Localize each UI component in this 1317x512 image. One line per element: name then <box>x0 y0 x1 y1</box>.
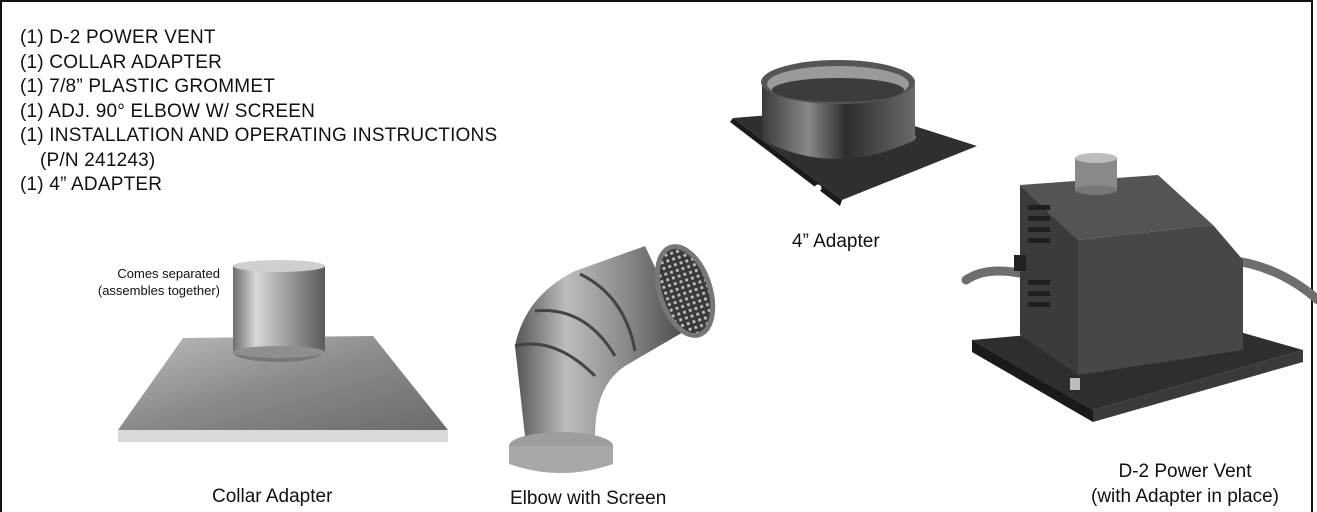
power-vent-caption-line1: D-2 Power Vent <box>1118 461 1252 482</box>
collar-adapter-caption: Collar Adapter <box>212 486 333 507</box>
power-vent-caption-line2: (with Adapter in place) <box>1091 486 1279 507</box>
parts-list-item-continuation: (P/N 241243) <box>40 149 156 171</box>
elbow-image <box>509 244 716 473</box>
parts-list-item: (1) ADJ. 90° ELBOW W/ SCREEN <box>20 100 316 122</box>
parts-list-item: (1) D-2 POWER VENT <box>20 27 216 48</box>
elbow-caption: Elbow with Screen <box>510 488 667 509</box>
adapter-4in-image <box>730 60 977 206</box>
collar-note-line2: (assembles together) <box>97 283 220 298</box>
parts-list-item: (1) COLLAR ADAPTER <box>20 51 223 73</box>
parts-list-item: (1) 4” ADAPTER <box>20 174 163 195</box>
collar-note-line1: Comes separated <box>117 266 220 281</box>
parts-list: (1) D-2 POWER VENT (1) COLLAR ADAPTER (1… <box>20 26 497 198</box>
adapter-4in-caption: 4” Adapter <box>792 231 880 252</box>
collar-note: Comes separated (assembles together) <box>60 265 220 299</box>
parts-list-item: (1) 7/8” PLASTIC GROMMET <box>20 76 276 97</box>
power-vent-caption: D-2 Power Vent (with Adapter in place) <box>1090 459 1280 509</box>
collar-adapter-image <box>118 260 448 442</box>
parts-list-item: (1) INSTALLATION AND OPERATING INSTRUCTI… <box>20 125 498 146</box>
power-vent-image <box>961 153 1317 422</box>
